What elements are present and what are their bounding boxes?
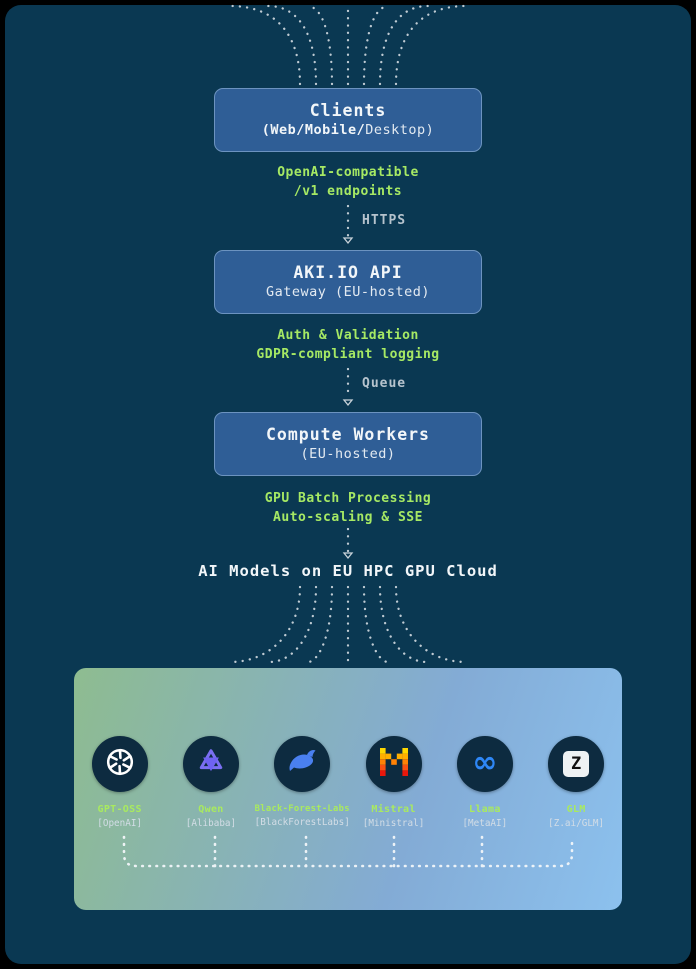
model-name: Mistral [371,804,416,815]
model-circle-glm: Z [548,736,605,792]
model-org: [Z.ai/GLM] [548,818,605,829]
black-forest-labs-logo-icon [286,746,318,782]
model-name: GLM [566,804,586,815]
openai-logo-icon [105,747,135,781]
model-card-llama: ∞ Llama [MetaAI] [439,736,530,829]
caption-auth-validation: Auth & Validation [277,328,419,343]
model-circle-gpt-oss [91,736,148,792]
caption-openai-compatible: OpenAI-compatible [277,165,419,180]
caption-gpu-batch: GPU Batch Processing [264,491,432,506]
node-clients: Clients (Web/Mobile/Desktop) [214,88,482,152]
node-compute-workers-title: Compute Workers [265,424,430,444]
model-name: Qwen [198,804,224,815]
model-circle-qwen [182,736,239,792]
model-org: [BlackForestLabs] [254,817,350,828]
caption-autoscaling-sse: Auto-scaling & SSE [273,510,423,525]
meta-llama-logo-icon: ∞ [472,744,498,780]
node-compute-workers: Compute Workers (EU-hosted) [214,412,482,476]
arrow-label-https: HTTPS [362,213,407,228]
qwen-logo-icon [196,747,226,781]
model-circle-llama: ∞ [456,736,513,792]
node-api-gateway-subtitle: Gateway (EU-hosted) [266,283,430,300]
model-org: [Alibaba] [185,818,237,829]
model-card-mistral: Mistral [Ministral] [348,736,439,829]
node-compute-workers-subtitle: (EU-hosted) [300,445,396,462]
caption-v1-endpoints: /v1 endpoints [293,184,403,199]
node-api-gateway: AKI.IO API Gateway (EU-hosted) [214,250,482,314]
model-org: [MetaAI] [462,818,508,829]
model-card-qwen: Qwen [Alibaba] [165,736,256,829]
model-card-black-forest-labs: Black-Forest-Labs [BlackForestLabs] [254,736,350,829]
model-name: Llama [469,804,501,815]
node-clients-title: Clients [309,100,387,120]
model-circle-black-forest-labs [274,736,331,792]
model-card-glm: Z GLM [Z.ai/GLM] [530,736,621,829]
models-heading: AI Models on EU HPC GPU Cloud [198,562,498,580]
model-org: [OpenAI] [97,818,143,829]
zai-glm-logo-icon: Z [563,751,590,777]
model-name: Black-Forest-Labs [254,804,350,814]
arrow-label-queue: Queue [362,376,407,391]
node-clients-subtitle: (Web/Mobile/Desktop) [261,121,435,138]
model-org: [Ministral] [362,818,425,829]
node-api-gateway-title: AKI.IO API [293,262,403,282]
model-row: GPT-OSS [OpenAI] Qwen [Alibaba] [74,736,622,829]
models-panel [74,668,622,910]
model-card-gpt-oss: GPT-OSS [OpenAI] [74,736,165,829]
caption-gdpr-logging: GDPR-compliant logging [256,347,440,362]
model-circle-mistral [365,736,422,792]
mistral-logo-icon [379,748,408,780]
model-name: GPT-OSS [97,804,142,815]
